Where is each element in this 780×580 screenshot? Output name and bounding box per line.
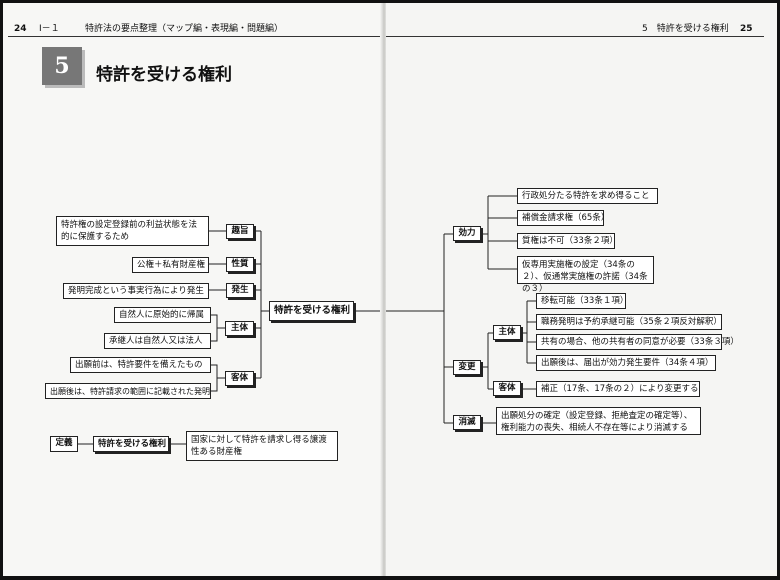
object-label: 客体 — [225, 371, 254, 386]
left-running-title: 特許法の要点整理（マップ編・表現編・問題編） — [85, 24, 284, 34]
subject-item-1: 自然人に原始的に帰属 — [114, 307, 211, 323]
origin-label: 発生 — [226, 283, 254, 298]
change-subject-item-4: 出願後は、届出が効力発生要件（34条４項） — [536, 355, 716, 371]
purpose-item: 特許権の設定登録前の利益状態を法的に保護するため — [56, 216, 209, 246]
change-object-item-1: 補正（17条、17条の２）により変更する — [536, 381, 700, 397]
right-page-number: 25 — [740, 24, 753, 34]
left-chapter: Ⅰ－１ — [39, 24, 60, 34]
origin-item: 発明完成という事実行為により発生 — [63, 283, 209, 299]
effect-item-3: 質権は不可（33条２項） — [517, 233, 618, 249]
definition-label: 定義 — [50, 436, 78, 452]
left-connector-lines — [78, 230, 383, 445]
right-header-rule — [386, 36, 764, 37]
change-subject-label: 主体 — [493, 325, 521, 340]
effect-item-4: 仮専用実施権の設定（34条の２）、仮通常実施権の許諾（34条の３） — [517, 256, 654, 294]
definition-text: 国家に対して特許を請求し得る譲渡性ある財産権 — [186, 431, 338, 461]
change-subject-item-3: 共有の場合、他の共有者の同意が必要（33条３項） — [536, 334, 739, 350]
left-page-number: 24 — [14, 24, 27, 34]
right-connector-lines — [386, 195, 536, 424]
book-gutter — [380, 3, 388, 576]
section-number-badge: 5 — [42, 47, 82, 85]
change-label: 変更 — [453, 360, 481, 375]
nature-item: 公権＋私有財産権 — [132, 257, 209, 273]
left-page: 24 Ⅰ－１ 特許法の要点整理（マップ編・表現編・問題編） 5 特許を受ける権利… — [3, 3, 383, 576]
change-subject-item-2: 職務発明は予約承継可能（35条２項反対解釈） — [536, 314, 722, 330]
effect-item-1: 行政処分たる特許を求め得ること — [517, 188, 658, 204]
extinction-label: 消滅 — [453, 415, 481, 430]
subject-label: 主体 — [225, 321, 254, 336]
left-header-rule — [8, 36, 383, 37]
section-title: 特許を受ける権利 — [96, 65, 232, 85]
change-object-label: 客体 — [493, 381, 521, 396]
nature-label: 性質 — [226, 257, 254, 272]
subject-item-2: 承継人は自然人又は法人 — [104, 333, 211, 349]
center-node: 特許を受ける権利 — [269, 301, 354, 321]
object-item-2: 出願後は、特許請求の範囲に記載された発明 — [45, 383, 211, 399]
definition-term: 特許を受ける権利 — [93, 436, 169, 452]
right-running-title: 5 特許を受ける権利 — [642, 24, 729, 34]
effect-item-2: 補償金請求権（65条） — [517, 210, 609, 226]
purpose-label: 趣旨 — [226, 224, 254, 239]
object-item-1: 出願前は、特許要件を備えたもの — [70, 357, 211, 373]
right-page: 5 特許を受ける権利 25 — [386, 3, 777, 576]
extinction-item: 出願処分の確定（設定登録、拒絶査定の確定等）、権利能力の喪失、相続人不存在等によ… — [496, 407, 701, 435]
change-subject-item-1: 移転可能（33条１項） — [536, 293, 628, 309]
effect-label: 効力 — [453, 226, 481, 241]
